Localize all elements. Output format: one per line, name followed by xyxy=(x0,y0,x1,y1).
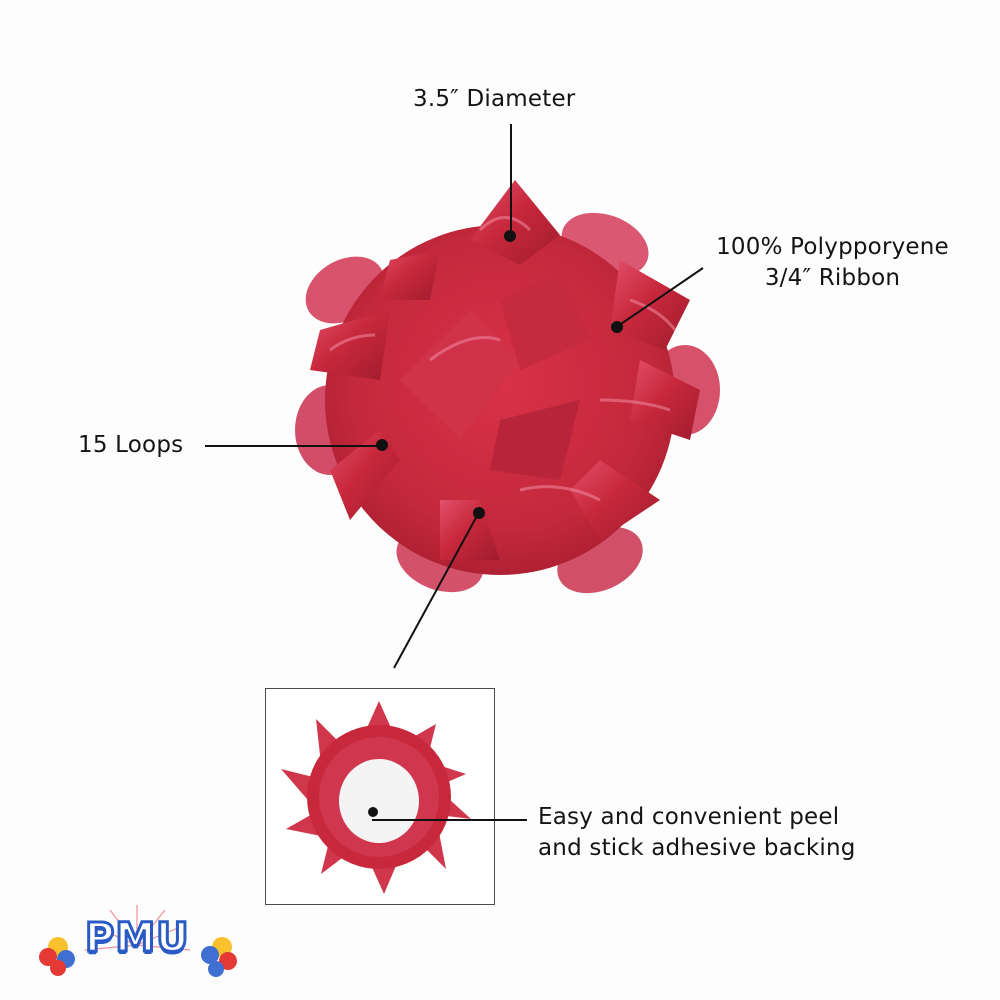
diameter-label: 3.5″ Diameter xyxy=(413,86,576,112)
backing-dot xyxy=(473,507,485,519)
adhesive-backing xyxy=(339,759,419,843)
bow-back-illustration xyxy=(281,701,471,894)
balloons-right-icon xyxy=(201,937,237,977)
adhesive-label-line2: and stick adhesive backing xyxy=(538,835,856,861)
material-label: 100% Polypporyene 3/4″ Ribbon xyxy=(700,232,965,294)
logo-graphics xyxy=(39,905,237,977)
bow-highlights xyxy=(329,216,677,502)
balloons-left-icon xyxy=(39,937,75,976)
callout-lines xyxy=(205,124,704,669)
adhesive-label: Easy and convenient peel and stick adhes… xyxy=(538,802,856,864)
adhesive-dot xyxy=(368,807,378,817)
logo-text: PMU xyxy=(84,914,191,963)
diameter-dot xyxy=(504,230,516,242)
pmu-logo: PMU xyxy=(30,905,245,985)
inset-back-view xyxy=(265,688,495,905)
material-label-line1: 100% Polypporyene xyxy=(716,234,949,260)
backing-line xyxy=(393,513,479,669)
material-label-line2: 3/4″ Ribbon xyxy=(764,265,901,291)
loops-dot xyxy=(376,439,388,451)
material-dot xyxy=(611,321,623,333)
material-line xyxy=(617,267,704,327)
adhesive-label-line1: Easy and convenient peel xyxy=(538,804,840,830)
loops-label: 15 Loops xyxy=(78,432,184,458)
